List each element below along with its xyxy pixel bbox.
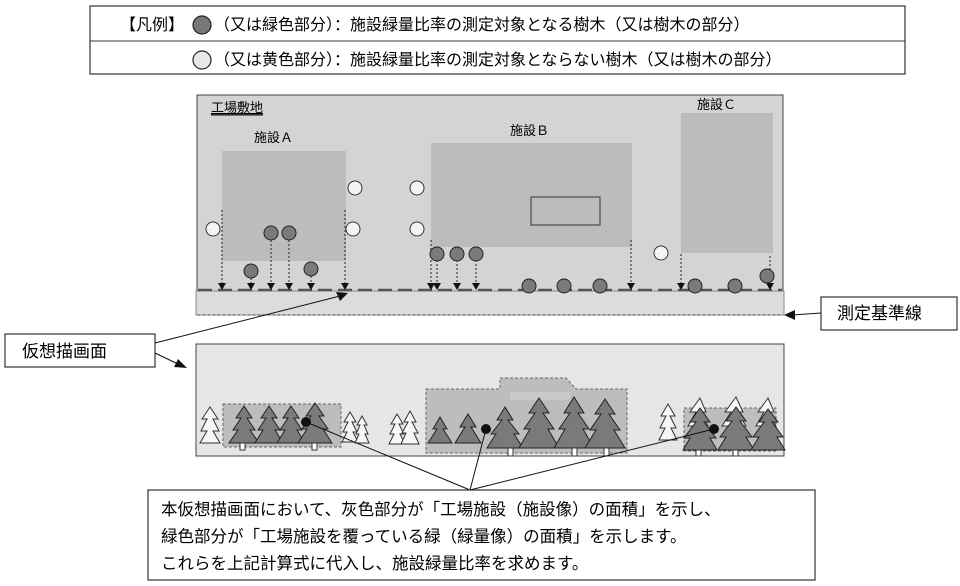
- note-pointers: [305, 421, 715, 491]
- explanation-note: 本仮想描画面において、灰色部分が「工場施設（施設像）の面積」を示し、 緑色部分が…: [147, 489, 816, 581]
- site-label: 工場敷地: [211, 101, 263, 116]
- projection-arrowheads: [218, 283, 774, 290]
- measured-trees-top: [243, 225, 775, 294]
- note-line-3: これらを上記計算式に代入し、施設緑量比率を求めます。: [161, 554, 588, 573]
- facility-c: [681, 113, 773, 253]
- note-line-2: 緑色部分が「工場施設を覆っている緑（緑量像）の面積」を示します。: [161, 527, 687, 546]
- unmeasured-trees-top: [205, 180, 669, 261]
- facility-c-label: 施設Ｃ: [697, 97, 736, 113]
- legend-measured-label: （又は緑色部分）：施設緑量比率の測定対象となる樹木（又は樹木の部分）: [214, 15, 750, 34]
- legend-unmeasured-label: （又は黄色部分）：施設緑量比率の測定対象とならない樹木（又は樹木の部分）: [214, 50, 782, 69]
- reference-line-callout: 測定基準線: [784, 296, 958, 331]
- note-line-1: 本仮想描画面において、灰色部分が「工場施設（施設像）の面積」を示し、: [161, 500, 721, 519]
- legend-heading: 【凡例】: [120, 15, 184, 34]
- facility-a-label: 施設Ａ: [254, 130, 293, 146]
- site-plan: 工場敷地 施設Ａ 施設Ｂ 施設Ｃ: [195, 94, 785, 316]
- facility-b-label: 施設Ｂ: [510, 123, 549, 139]
- facility-a: [222, 151, 346, 261]
- legend-unmeasured-swatch: [192, 50, 212, 70]
- reference-band: [195, 290, 785, 316]
- virtual-plane-label: 仮想描画面: [22, 342, 107, 362]
- legend-measured-swatch: [192, 15, 212, 35]
- virtual-plane: [195, 343, 786, 457]
- measured-trees-side: [228, 396, 786, 451]
- tree-trunks: [239, 442, 739, 457]
- virtual-plane-callout: 仮想描画面: [4, 292, 348, 368]
- legend: 【凡例】 （又は緑色部分）：施設緑量比率の測定対象となる樹木（又は樹木の部分） …: [89, 5, 906, 75]
- facility-b-rooftop: [530, 196, 601, 226]
- reference-line-label: 測定基準線: [837, 304, 922, 324]
- facility-b: [431, 143, 632, 247]
